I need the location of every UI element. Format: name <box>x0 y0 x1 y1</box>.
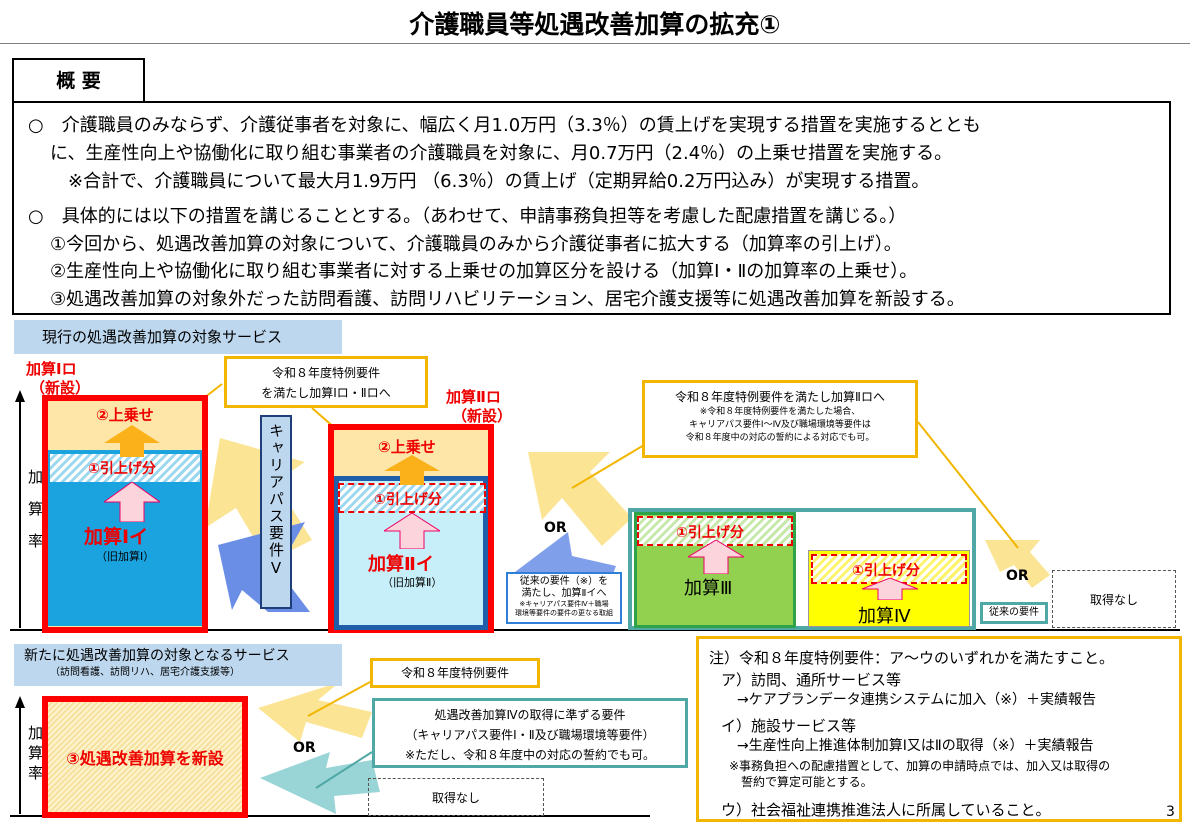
up-arrow-icon <box>688 540 744 574</box>
new-section-heading: 新たに処遇改善加算の対象となるサービス <box>24 648 290 664</box>
new-callout-2: 処遇改善加算Ⅳの取得に準ずる要件 （キャリアパス要件Ⅰ・Ⅱ及び職場環境等要件） … <box>372 698 688 768</box>
axis-new-label-1: 加 <box>28 724 44 742</box>
axis-label-3: 率 <box>28 532 44 550</box>
k1-sub: （旧加算Ⅰ） <box>96 550 155 563</box>
k2-tag: 加算Ⅱロ <box>446 388 501 406</box>
new-section-sub: （訪問看護、訪問リハ、居宅介護支援等） <box>50 667 240 678</box>
overview-box: ○ 介護職員のみならず、介護従事者を対象に、幅広く月1.0万円（3.3％）の賃上… <box>12 101 1171 315</box>
overview-line-6: ②生産性向上や協働化に取り組む事業者に対する上乗せの加算区分を設ける（加算Ⅰ・Ⅱ… <box>50 261 918 282</box>
current-section-heading: 現行の処遇改善加算の対象サービス <box>14 320 342 354</box>
up-arrow-icon <box>384 455 440 485</box>
none-box: 取得なし <box>1052 570 1176 628</box>
yellow-arrow-right <box>985 540 1050 588</box>
new-kasan-label: ③処遇改善加算を新設 <box>66 749 224 768</box>
prev-requirement-box: 従来の要件（※）を 満たし、加算Ⅱイへ ※キャリアパス要件Ⅳ＋職場 環境等要件の… <box>506 572 622 624</box>
axis-new-label-3: 率 <box>28 764 44 782</box>
overview-line-5: ①今回から、処遇改善加算の対象について、介護職員のみから介護従事者に拡大する（加… <box>50 234 902 255</box>
k3-k4-group <box>628 508 976 630</box>
axis-label-2: 算 <box>28 500 44 518</box>
callout-tokurei-2: 令和８年度特例要件を満たし加算Ⅱロへ ※令和８年度特例要件を満たした場合、 キャ… <box>642 380 918 458</box>
k4-mid-label: ①引上げ分 <box>852 563 920 579</box>
teal-arrow-new <box>260 752 380 814</box>
k1-top-label: ②上乗せ <box>96 406 154 424</box>
notes-a1: ア）訪問、通所サービス等 <box>721 671 902 689</box>
page-number: 3 <box>1166 804 1175 820</box>
or-label-new: OR <box>293 740 316 756</box>
prev-requirement-box-2: 従来の要件 <box>980 602 1048 624</box>
k2-sub: （旧加算Ⅱ） <box>382 576 443 589</box>
career-path-box: キャリアパス要件Ⅴ <box>260 415 292 609</box>
or-label-2: OR <box>1006 568 1029 584</box>
overview-line-4: ○ 具体的には以下の措置を講じることとする。（あわせて、申請事務負担等を考慮した… <box>28 206 907 227</box>
up-arrow-icon <box>384 513 440 549</box>
new-callout-1: 令和８年度特例要件 <box>370 658 540 688</box>
up-arrow-icon <box>104 425 160 457</box>
new-none-box: 取得なし <box>368 778 544 816</box>
callout-tokurei-1: 令和８年度特例要件 を満たし加算Ⅰロ・Ⅱロへ <box>224 356 428 408</box>
k2-mid-label: ①引上げ分 <box>374 492 442 508</box>
up-arrow-icon <box>104 482 160 522</box>
notes-b2: →生産性向上推進体制加算Ⅰ又はⅡの取得（※）＋実績報告 <box>737 738 1094 754</box>
notes-c1: ウ）社会福祉連携推進法人に所属していること。 <box>721 801 1051 819</box>
overview-tab: 概 要 <box>12 58 145 101</box>
k3-mid-label: ①引上げ分 <box>676 525 744 541</box>
overview-line-2: に、生産性向上や協働化に取り組む事業者の介護職員を対象に、月0.7万円（2.4％… <box>50 143 953 164</box>
k1-hatch <box>50 454 200 482</box>
k4-name: 加算Ⅳ <box>858 606 911 627</box>
axis-new-label-2: 算 <box>28 744 44 762</box>
page-title: 介護職員等処遇改善加算の拡充① <box>0 0 1190 44</box>
k2-name: 加算Ⅱイ <box>368 554 434 575</box>
yellow-arrow-mid <box>528 452 632 546</box>
k1-tag-new: （新設） <box>30 379 91 397</box>
k1-mid-label: ①引上げ分 <box>88 461 156 477</box>
k1-tag: 加算Ⅰロ <box>26 360 77 378</box>
notes-n2: 誓約で算定可能とする。 <box>741 775 873 789</box>
notes-n1: ※事務負担への配慮措置として、加算の申請時点では、加入又は取得の <box>729 759 1111 773</box>
notes-box: 注）令和８年度特例要件：ア～ウのいずれかを満たすこと。 ア）訪問、通所サービス等… <box>696 636 1182 822</box>
new-kasan-box: ③処遇改善加算を新設 <box>42 696 248 818</box>
overview-line-3: ※合計で、介護職員について最大月1.9万円 （6.3％）の賃上げ（定期昇給0.2… <box>68 171 930 192</box>
notes-b1: イ）施設サービス等 <box>721 717 857 735</box>
new-section-heading-box: 新たに処遇改善加算の対象となるサービス （訪問看護、訪問リハ、居宅介護支援等） <box>14 644 342 686</box>
k2-tag-new: （新設） <box>452 407 513 425</box>
career-path-label: キャリアパス要件Ⅴ <box>267 423 285 579</box>
overview-line-7: ③処遇改善加算の対象外だった訪問看護、訪問リハビリテーション、居宅介護支援等に処… <box>50 289 965 310</box>
k3-name: 加算Ⅲ <box>684 578 733 599</box>
overview-line-1: ○ 介護職員のみならず、介護従事者を対象に、幅広く月1.0万円（3.3％）の賃上… <box>28 115 981 136</box>
k1-name: 加算Ⅰイ <box>84 526 149 548</box>
k2-top-label: ②上乗せ <box>378 438 436 456</box>
notes-a2: →ケアプランデータ連携システムに加入（※）＋実績報告 <box>737 692 1097 708</box>
axis-label-1: 加 <box>28 468 44 486</box>
up-arrow-icon <box>862 578 918 600</box>
or-label-1: OR <box>544 520 567 536</box>
notes-line-1: 注）令和８年度特例要件：ア～ウのいずれかを満たすこと。 <box>709 649 1115 667</box>
